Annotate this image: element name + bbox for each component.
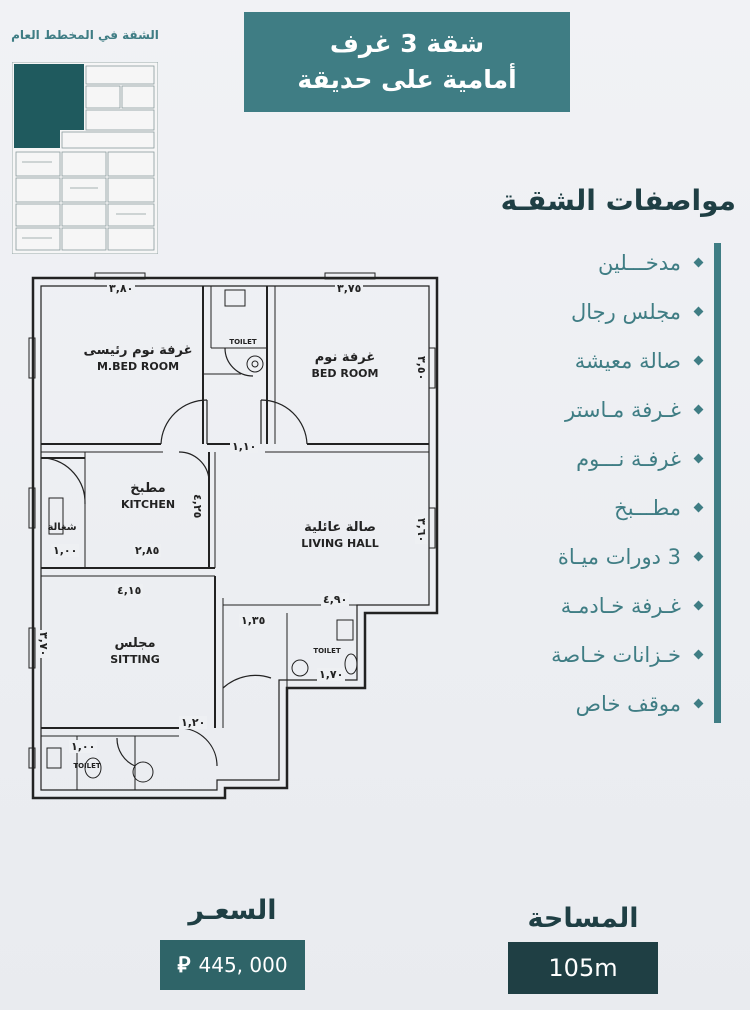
list-item: مدخـــلين [480,238,704,287]
price-box: ⃁ 445, 000 [160,940,305,990]
dimension-label: ١,٠٠ [69,740,98,753]
dimension-label: ٣,٧٠ [37,630,50,659]
area-box: 105m [508,942,658,994]
spec-text: غرفـة نـــوم [576,446,681,471]
dimension-label: ١,١٠ [230,440,259,453]
title-line-1: شقة 3 غرف [329,29,485,58]
sitting-label: مجلس SITTING [85,636,185,668]
dimension-label: ٣,٨٠ [107,282,136,295]
diamond-bullet-icon [693,600,704,611]
spec-text: مدخـــلين [598,250,681,275]
diamond-bullet-icon [693,453,704,464]
specs-heading: مواصفات الشقـة [500,184,736,217]
diamond-bullet-icon [693,551,704,562]
diamond-bullet-icon [693,698,704,709]
bedroom-label: غرفة نوم BED ROOM [285,350,405,382]
dimension-label: ٤,١٥ [115,584,144,597]
list-item: غـرفة خـادمـة [480,581,704,630]
maid-room-label: شغالة [47,522,77,533]
dimension-label: ٣,٧٥ [335,282,364,295]
area-value: 105m [548,954,618,982]
spec-text: خـزانات خـاصة [551,642,681,667]
price-value: 445, 000 [198,953,288,977]
dimension-label: ١,٧٠ [317,668,346,681]
dimension-label: ٤,٢٥ [191,492,204,521]
bedroom-english: BED ROOM [311,367,379,380]
diamond-bullet-icon [693,502,704,513]
diamond-bullet-icon [693,355,704,366]
living-hall-arabic: صالة عائلية [304,520,376,535]
masterplan-image [12,62,158,254]
list-item: مطـــبخ [480,483,704,532]
list-item: موقف خاص [480,679,704,728]
living-hall-label: صالة عائلية LIVING HALL [275,520,405,552]
spec-text: مطـــبخ [614,495,681,520]
dimension-label: ١,٠٠ [51,544,80,557]
diamond-bullet-icon [693,257,704,268]
riyal-currency-icon: ⃁ [177,953,191,978]
list-item: 3 دورات ميـاة [480,532,704,581]
toilet-label-2: TOILET [313,647,341,655]
list-item: غـرفة مـاستر [480,385,704,434]
master-bedroom-label: غرفة نوم رئيسى M.BED ROOM [73,343,203,375]
masterplan-caption: الشقة في المخطط العام [11,28,159,42]
dimension-label: ٢,٨٥ [133,544,162,557]
spec-text: 3 دورات ميـاة [557,544,681,569]
dimension-label: ٣,٥٠ [415,354,428,383]
kitchen-label: مطبخ KITCHEN [95,481,201,513]
list-item: مجلس رجال [480,287,704,336]
spec-text: غـرفة خـادمـة [560,593,681,618]
diamond-bullet-icon [693,404,704,415]
list-item: صالة معيشة [480,336,704,385]
spec-text: غـرفة مـاستر [564,397,681,422]
diamond-bullet-icon [693,649,704,660]
title-banner: شقة 3 غرف أمامية على حديقة [244,12,570,112]
master-bedroom-arabic: غرفة نوم رئيسى [83,343,193,358]
toilet-label-1: TOILET [229,338,257,346]
spec-text: مجلس رجال [571,299,681,324]
toilet-label-3: TOILET [73,762,101,770]
specs-list: مدخـــلين مجلس رجال صالة معيشة غـرفة مـا… [480,238,704,728]
kitchen-arabic: مطبخ [130,481,166,496]
living-hall-english: LIVING HALL [301,537,379,550]
list-item: خـزانات خـاصة [480,630,704,679]
spec-text: صالة معيشة [574,348,681,373]
list-item: غرفـة نـــوم [480,434,704,483]
sitting-arabic: مجلس [114,636,156,651]
title-line-2: أمامية على حديقة [297,65,517,94]
specs-accent-bar [714,243,721,723]
dimension-label: ٣,٦٠ [415,516,428,545]
bedroom-arabic: غرفة نوم [314,350,376,365]
sitting-english: SITTING [110,653,160,666]
dimension-label: ١,٢٠ [179,716,208,729]
price-label: السعـر [188,895,277,926]
dimension-label: ١,٣٥ [239,614,268,627]
floor-plan-drawing [28,272,439,800]
master-bedroom-english: M.BED ROOM [96,360,180,373]
kitchen-english: KITCHEN [120,498,176,511]
diamond-bullet-icon [693,306,704,317]
floor-plan: غرفة نوم رئيسى M.BED ROOM غرفة نوم BED R… [25,268,445,808]
spec-text: موقف خاص [575,691,681,716]
dimension-label: ٤,٩٠ [321,593,350,606]
area-label: المساحة [527,903,639,934]
